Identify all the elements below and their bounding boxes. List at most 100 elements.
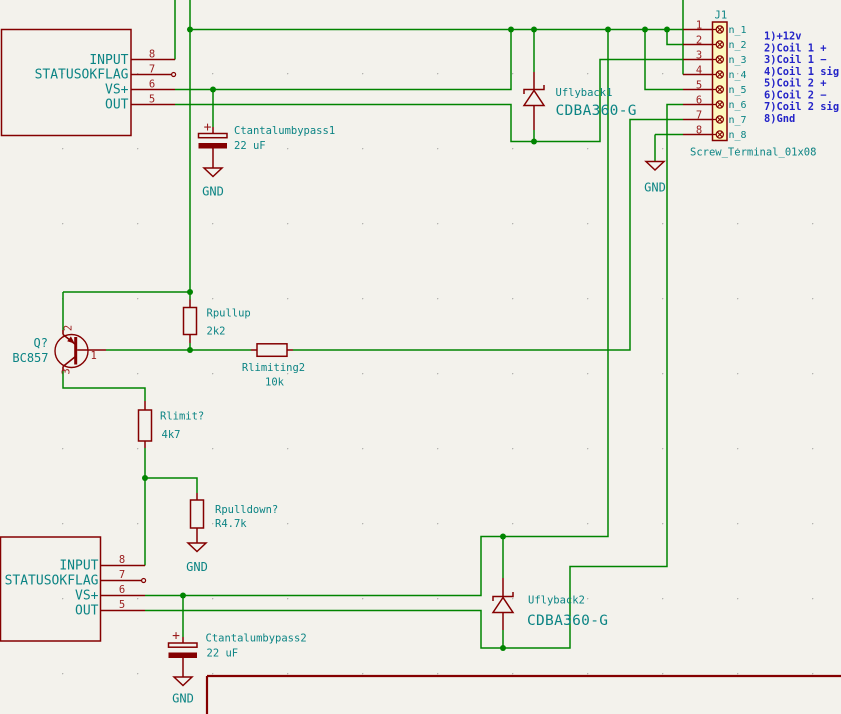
capacitor-ctantalumbypass1[interactable]: + GND Ctantalumbypass1 22 uF [197,120,336,199]
pin-number: 6 [119,584,125,596]
junction-dots [142,26,670,651]
transistor-q[interactable]: Q? BC857 1 2 3 [12,325,106,375]
cap-plate-top [197,132,228,139]
pin-name: n_6 [729,100,747,111]
pin-name: n_5 [729,85,747,96]
pin-label-out: OUT [75,604,99,619]
annotation-line: 2)Coil 1 + [764,42,827,54]
gnd-label: GND [172,692,194,706]
annotation-line: 8)Gnd [764,113,795,125]
resistor-body [182,306,198,336]
annotation-line: 7)Coil 2 sig [764,101,839,113]
pin-number: 6 [149,79,155,91]
resistor-body [189,499,205,529]
resistor-rpulldown[interactable]: GND Rpulldown? R4.7k [186,493,278,574]
gnd-label: GND [644,181,666,195]
transistor-base-bar [74,337,78,365]
ic-driver1[interactable]: INPUT STATUSOKFLAG VS+ OUT 8 7 6 5 [0,28,177,137]
pin-label-statusokflag: STATUSOKFLAG [5,574,99,589]
resistor-rlimiting2[interactable]: Rlimiting2 10k [242,343,305,389]
pin-number: 2 [696,35,702,47]
connector-body[interactable] [711,21,728,142]
cap-polarity: + [172,629,180,644]
annotation-line: 6)Coil 2 − [764,89,827,101]
resistor-body [256,343,288,358]
resistor-reference: Rlimiting2 [242,362,305,374]
pin-name: n_7 [729,115,747,126]
cap-value: 22 uF [207,648,239,660]
pin-number: 7 [696,110,702,122]
annotation-line: 3)Coil 1 − [764,54,827,66]
pin-number: 4 [696,65,702,77]
pin-name: n_1 [729,25,747,36]
resistor-rlimit[interactable]: Rlimit? 4k7 [137,401,205,448]
ic-driver2-pins [100,564,145,612]
diode-reference: Uflyback1 [556,87,613,99]
transistor-reference: Q? [34,336,48,350]
pin-name: n_4 [729,70,747,81]
gnd-j1[interactable]: GND [644,160,666,195]
pin-number: 3 [696,50,702,62]
pin-name: n_8 [729,130,747,141]
resistor-value: 10k [265,377,285,389]
cap-plate-top [167,642,198,648]
annotations: 1)+12v 2)Coil 1 + 3)Coil 1 − 4)Coil 1 si… [764,31,839,125]
annotation-line: 1)+12v [764,31,802,43]
resistor-reference: Rlimit? [160,411,204,423]
diode-uflyback2[interactable]: Uflyback2 CDBA360-G [491,578,608,630]
gnd-symbol [172,676,194,687]
pin-name: n_3 [729,55,747,66]
resistor-body [137,409,153,442]
ic-driver1-pins [131,58,175,106]
cap-plate-bottom [198,143,227,149]
cap-reference: Ctantalumbypass1 [234,125,335,137]
resistor-rpullup[interactable]: Rpullup 2k2 [182,299,251,344]
emitter-arrow [67,336,75,344]
cap-polarity: + [204,120,212,135]
pin-number: 5 [119,599,125,611]
cap-reference: Ctantalumbypass2 [206,633,307,645]
pin-number: 2 [63,325,75,331]
diode-uflyback1[interactable]: Uflyback1 CDBA360-G [522,72,637,130]
annotation-line: 4)Coil 1 sig [764,66,839,78]
diode-anode [491,596,515,614]
sheet-outline [205,674,841,714]
ic-driver1-body[interactable] [0,28,132,137]
pin-label-out: OUT [105,98,129,113]
connector-j1[interactable]: 1 2 3 4 5 6 7 8 n_1 n_2 n_3 n_4 n_5 n_6 … [683,10,816,159]
gnd-label: GND [186,560,208,574]
resistor-reference: Rpullup [207,308,251,320]
unconnected-pin-marker [141,577,147,584]
unconnected-pin-marker [171,71,177,78]
pin-label-vs: VS+ [105,83,129,98]
resistor-value: 2k2 [207,326,226,338]
annotation-line: 5)Coil 2 + [764,78,827,90]
transistor-body [54,333,89,369]
pin-number: 8 [696,125,702,137]
pin-number: 8 [119,554,125,566]
pin-number: 6 [696,95,702,107]
resistor-value: R4.7k [215,518,247,530]
connector-reference: J1 [715,10,728,22]
cap-plate-bottom [168,652,197,658]
pin-label-vs: VS+ [75,589,99,604]
connector-footprint: Screw_Terminal_01x08 [690,147,816,159]
gnd-symbol [202,167,224,178]
pin-label-input: INPUT [89,53,128,68]
resistor-reference: Rpulldown? [215,504,278,516]
ic-driver2-body[interactable] [0,536,102,642]
capacitor-ctantalumbypass2[interactable]: + GND Ctantalumbypass2 22 uF [167,629,307,706]
wires[interactable] [62,0,684,649]
diode-reference: Uflyback2 [528,595,585,607]
transistor-value: BC857 [12,351,48,365]
pin-name: n_2 [729,40,747,51]
ic-driver2[interactable]: INPUT STATUSOKFLAG VS+ OUT 8 7 6 5 [0,536,147,642]
gnd-symbol [644,160,666,172]
diode-anode [522,89,546,107]
screw-terminals [712,25,725,139]
gnd-label: GND [202,185,224,199]
pin-number: 8 [149,49,155,61]
diode-value: CDBA360-G [527,613,608,629]
pin-number: 1 [91,350,97,362]
